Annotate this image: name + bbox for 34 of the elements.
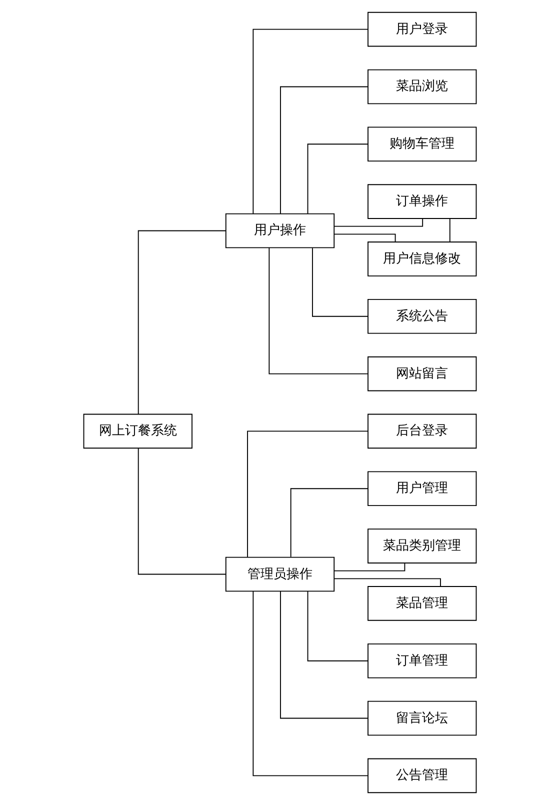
node-box: 用户管理	[367, 471, 476, 506]
connector	[246, 430, 368, 558]
node-box: 订单管理	[367, 643, 476, 678]
connector	[290, 488, 368, 558]
node-box: 用户登录	[367, 12, 476, 47]
node-box: 菜品类别管理	[367, 528, 476, 564]
node-box: 菜品管理	[367, 586, 476, 621]
node-box: 菜品浏览	[367, 69, 476, 104]
node-box: 网站留言	[367, 356, 476, 392]
node-box: 用户信息修改	[367, 242, 476, 276]
connector	[252, 28, 368, 214]
node-box: 管理员操作	[224, 556, 334, 592]
connector	[137, 230, 226, 415]
connector	[333, 578, 440, 587]
node-box: 系统公告	[367, 298, 476, 334]
connector	[306, 590, 368, 662]
connector	[252, 590, 368, 776]
node-box: 订单操作	[367, 184, 476, 219]
connector	[280, 86, 368, 214]
connector	[448, 218, 450, 242]
connector	[333, 562, 405, 572]
node-box: 网上订餐系统	[82, 414, 192, 449]
node-box: 公告管理	[367, 758, 476, 794]
connector	[333, 218, 423, 227]
node-box: 后台登录	[367, 414, 476, 449]
connector	[333, 234, 396, 242]
connector	[268, 247, 368, 374]
node-box: 购物车管理	[367, 126, 476, 162]
node-box: 用户操作	[224, 213, 334, 248]
node-box: 留言论坛	[367, 700, 476, 736]
connector	[312, 248, 368, 317]
connector	[280, 590, 368, 719]
connector	[306, 144, 368, 214]
connector	[137, 448, 226, 575]
